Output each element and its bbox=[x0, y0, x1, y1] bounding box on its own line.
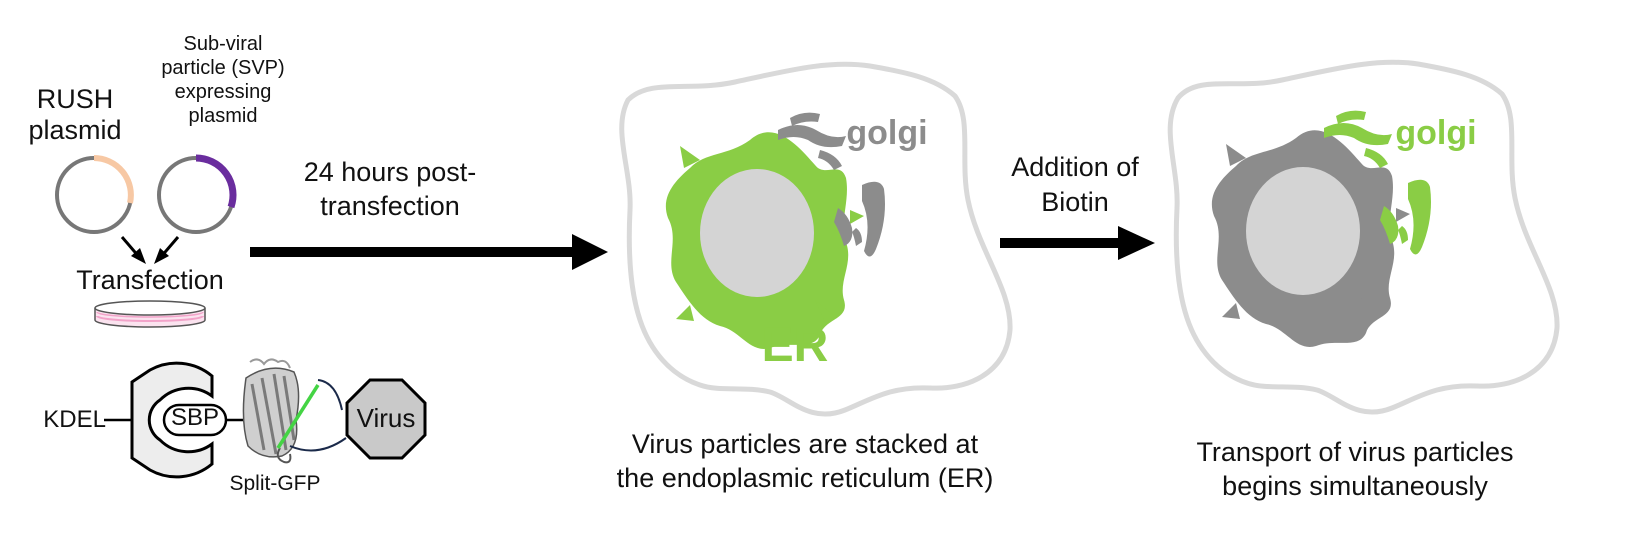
cell-2-caption-line1: Transport of virus particles bbox=[1196, 437, 1514, 467]
rush-plasmid bbox=[55, 155, 134, 234]
cell-1-caption: Virus particles are stacked at the endop… bbox=[590, 428, 1020, 496]
svp-plasmid-label: Sub-viral particle (SVP) expressing plas… bbox=[148, 32, 298, 128]
cell-1-er-label: ER bbox=[761, 319, 829, 372]
virus-octagon bbox=[345, 378, 427, 460]
svp-label-line1: Sub-viral bbox=[183, 33, 263, 55]
svp-label-line2: particle (SVP) bbox=[161, 57, 285, 79]
cell-1 bbox=[619, 61, 1013, 417]
cell-2-er-label: ER bbox=[1312, 306, 1360, 344]
cell-2-golgi-label: golgi bbox=[1395, 114, 1477, 152]
cell-2-membrane bbox=[1167, 59, 1560, 415]
cell-1-caption-line2: the endoplasmic reticulum (ER) bbox=[616, 462, 994, 493]
svp-label-line4: plasmid bbox=[188, 105, 258, 127]
cell-2-golgi bbox=[1324, 110, 1431, 255]
svp-arrowhead bbox=[154, 248, 169, 264]
construct-diagram bbox=[104, 358, 427, 479]
step1-label-line1: 24 hours post- bbox=[303, 157, 477, 187]
step2-arrow-label: Addition of Biotin bbox=[990, 150, 1160, 220]
rush-arrowhead bbox=[131, 248, 146, 264]
cell-1-caption-line1: Virus particles are stacked at bbox=[631, 429, 979, 459]
step1-arrow-label: 24 hours post- transfection bbox=[270, 156, 510, 224]
rush-label-line1: RUSH bbox=[36, 84, 114, 114]
sbp-label: SBP bbox=[170, 404, 220, 431]
step1-label-line2: transfection bbox=[320, 190, 460, 221]
step2-label-line2: Biotin bbox=[1041, 187, 1109, 218]
step2-label-line1: Addition of bbox=[1011, 152, 1139, 182]
rush-plasmid-label: RUSH plasmid bbox=[20, 84, 130, 146]
cell-1-membrane bbox=[619, 61, 1013, 417]
cell-2 bbox=[1167, 59, 1560, 415]
split-gfp-structure bbox=[242, 358, 320, 464]
cell-1-golgi bbox=[778, 112, 885, 257]
cell-2-nucleus bbox=[1246, 167, 1360, 295]
svp-plasmid bbox=[157, 154, 237, 234]
transfection-label: Transfection bbox=[76, 265, 224, 295]
kdel-label: KDEL bbox=[43, 406, 106, 433]
cell-2-caption: Transport of virus particles begins simu… bbox=[1165, 436, 1545, 504]
cell-1-nucleus bbox=[700, 169, 814, 297]
arrow-24h-head bbox=[572, 234, 608, 270]
virus-label: Virus bbox=[356, 403, 416, 433]
arrow-biotin-head bbox=[1118, 226, 1155, 260]
cell-2-caption-line2: begins simultaneously bbox=[1222, 470, 1488, 501]
streptavidin-hook bbox=[130, 361, 214, 479]
svp-label-line3: expressing bbox=[174, 81, 272, 103]
cell-1-golgi-label: golgi bbox=[846, 114, 928, 152]
split-gfp-label: Split-GFP bbox=[229, 472, 321, 495]
rush-label-line2: plasmid bbox=[28, 115, 122, 146]
petri-dish bbox=[94, 300, 206, 328]
